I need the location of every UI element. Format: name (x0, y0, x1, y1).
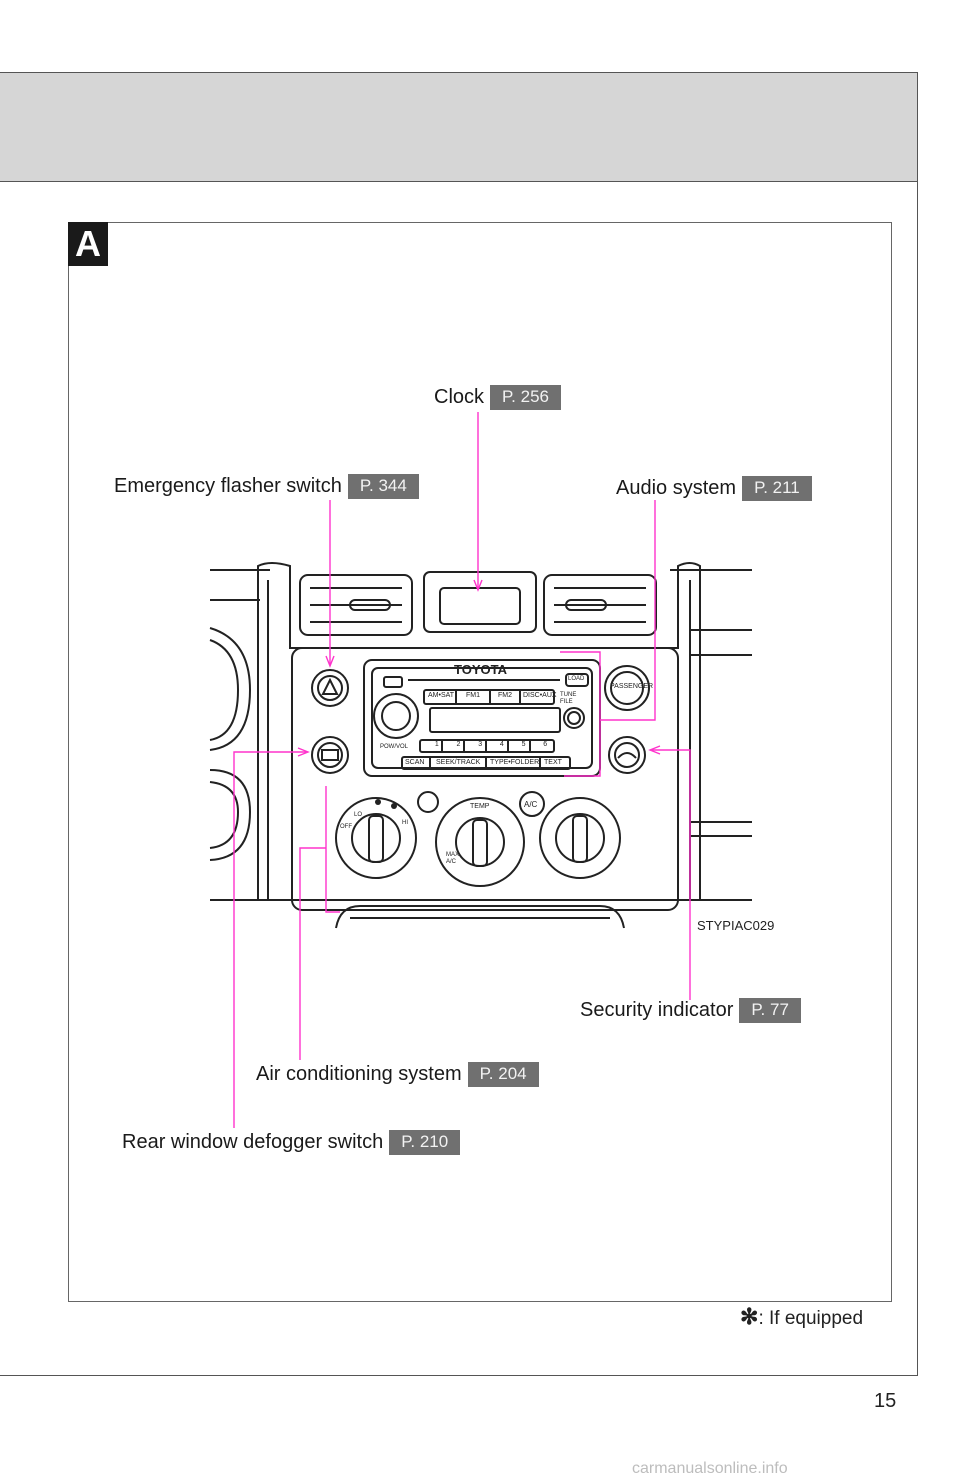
preset-5: 5 (521, 741, 526, 748)
passenger-label: PASSENGER (610, 683, 654, 690)
rear-defogger-label: Rear window defogger switch (122, 1131, 384, 1153)
type-folder-label: TYPE•FOLDER (490, 759, 540, 766)
disc-aux-label: DISC•AUX (523, 692, 557, 699)
preset-buttons: 1 2 3 4 5 6 (426, 741, 556, 748)
am-sat-label: AM•SAT (428, 692, 455, 699)
load-label: LOAD (568, 676, 585, 682)
max-ac-label: MAX A/C (446, 852, 460, 865)
preset-2: 2 (456, 741, 461, 748)
callout-rear-defogger: Rear window defogger switch P. 210 (122, 1130, 461, 1155)
audio-system-label: Audio system (616, 477, 737, 499)
watermark: carmanualsonline.info (632, 1460, 788, 1477)
preset-6: 6 (543, 741, 548, 748)
page-frame (0, 72, 918, 1376)
clock-page-ref[interactable]: P. 256 (490, 385, 561, 410)
callout-air-conditioning: Air conditioning system P. 204 (256, 1062, 539, 1087)
air-conditioning-page-ref[interactable]: P. 204 (467, 1062, 539, 1087)
lo-label: LO (354, 812, 363, 818)
section-marker: A (68, 222, 108, 266)
scan-label: SCAN (405, 759, 425, 766)
preset-4: 4 (499, 741, 504, 748)
tune-file-label: TUNE FILE (560, 692, 577, 705)
emergency-flasher-page-ref[interactable]: P. 344 (347, 474, 419, 499)
radio-brand-label: TOYOTA (454, 662, 507, 677)
hi-label: HI (402, 820, 408, 826)
section-box (68, 222, 892, 1302)
figure-code: STYPIAC029 (697, 918, 775, 933)
audio-system-page-ref[interactable]: P. 211 (742, 476, 812, 501)
rear-defogger-page-ref[interactable]: P. 210 (389, 1130, 461, 1155)
security-indicator-page-ref[interactable]: P. 77 (739, 998, 801, 1023)
asterisk-icon: ✻ (740, 1304, 759, 1329)
temp-label: TEMP (470, 803, 490, 810)
air-conditioning-label: Air conditioning system (256, 1063, 462, 1085)
fm1-label: FM1 (466, 692, 480, 699)
callout-security-indicator: Security indicator P. 77 (580, 998, 801, 1023)
ac-label: A/C (524, 800, 538, 809)
footnote: ✻: If equipped (740, 1304, 863, 1330)
preset-3: 3 (478, 741, 483, 748)
power-vol-label: POW/VOL (380, 744, 409, 750)
callout-clock: Clock P. 256 (434, 385, 561, 410)
callout-emergency-flasher: Emergency flasher switch P. 344 (114, 474, 419, 499)
emergency-flasher-label: Emergency flasher switch (114, 475, 342, 497)
footnote-text: : If equipped (758, 1308, 864, 1329)
security-indicator-label: Security indicator (580, 999, 734, 1021)
page-number: 15 (874, 1390, 897, 1412)
off-label: OFF (340, 824, 352, 830)
header-band (0, 72, 918, 182)
seek-track-label: SEEK/TRACK (436, 759, 481, 766)
preset-1: 1 (434, 741, 439, 748)
text-label: TEXT (544, 759, 562, 766)
callout-audio-system: Audio system P. 211 (616, 476, 812, 501)
clock-label: Clock (434, 386, 485, 408)
fm2-label: FM2 (498, 692, 512, 699)
